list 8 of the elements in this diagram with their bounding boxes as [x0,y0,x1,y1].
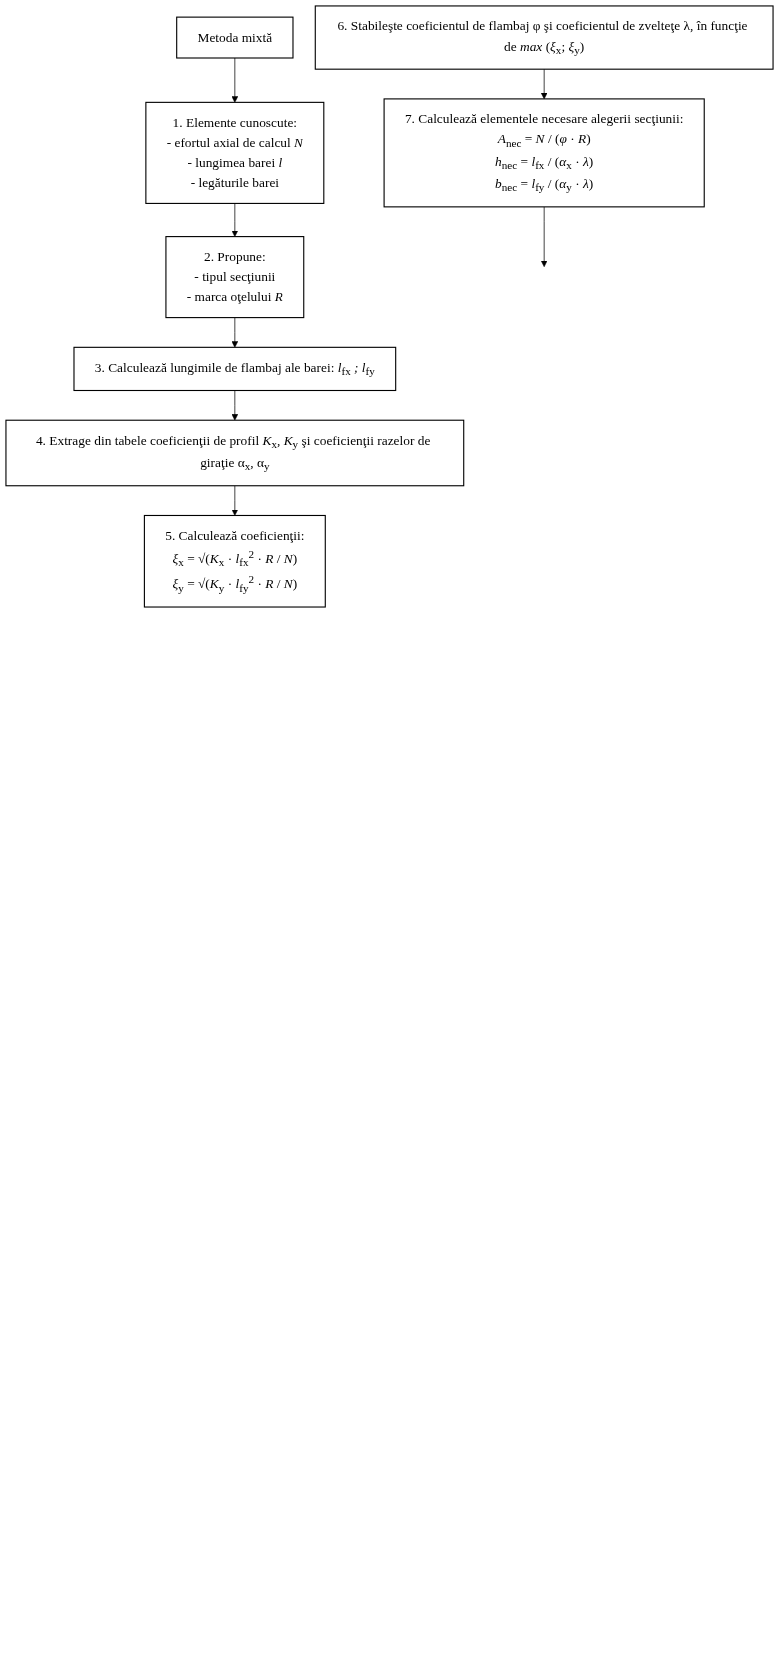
node-box: 2. Propune: - tipul secţiunii - marca oţelului R [165,236,305,319]
node-box: 6. Stabileşte coeficientul de flambaj φ şi coeficientul de zvelteţe λ, în funcţie de max (ξ$_{x}$; ξ$_{y}$) [314,5,774,70]
node-box: 1. Elemente cunoscute: - efortul axial de calcul N - lungimea barei l - legăturile barei [145,101,325,204]
node-box: 4. Extrage din tabele coeficienţii de profil K$_{x}$, K$_{y}$ şi coeficienţii razelor de giraţie α$_{x}$, α$_{y}$ [5,419,465,487]
node-box: 5. Calculează coeficienţii: ξ$_{x}$ = √(K$_{x}$ · l$_{fx}$$^{2}$ · R / N) ξ$_{y}$ = √(K$_{y}$ · l$_{fy}$$^{2}$ · R / N) [143,514,326,608]
node-box: Metoda mixtă [176,16,294,59]
node-box: 3. Calculează lungimile de flambaj ale barei: l$_{fx}$ ; l$_{fy}$ [73,346,397,392]
node-box: 7. Calculează elementele necesare alegerii secţiunii: A$_{nec}$ = N / (φ · R) h$_{nec}$ = l$_{fx}$ / (α$_{x}$ · λ) b$_{nec}$ = l$_{fy}$ / (α$_{y}$ · λ) [383,98,705,208]
